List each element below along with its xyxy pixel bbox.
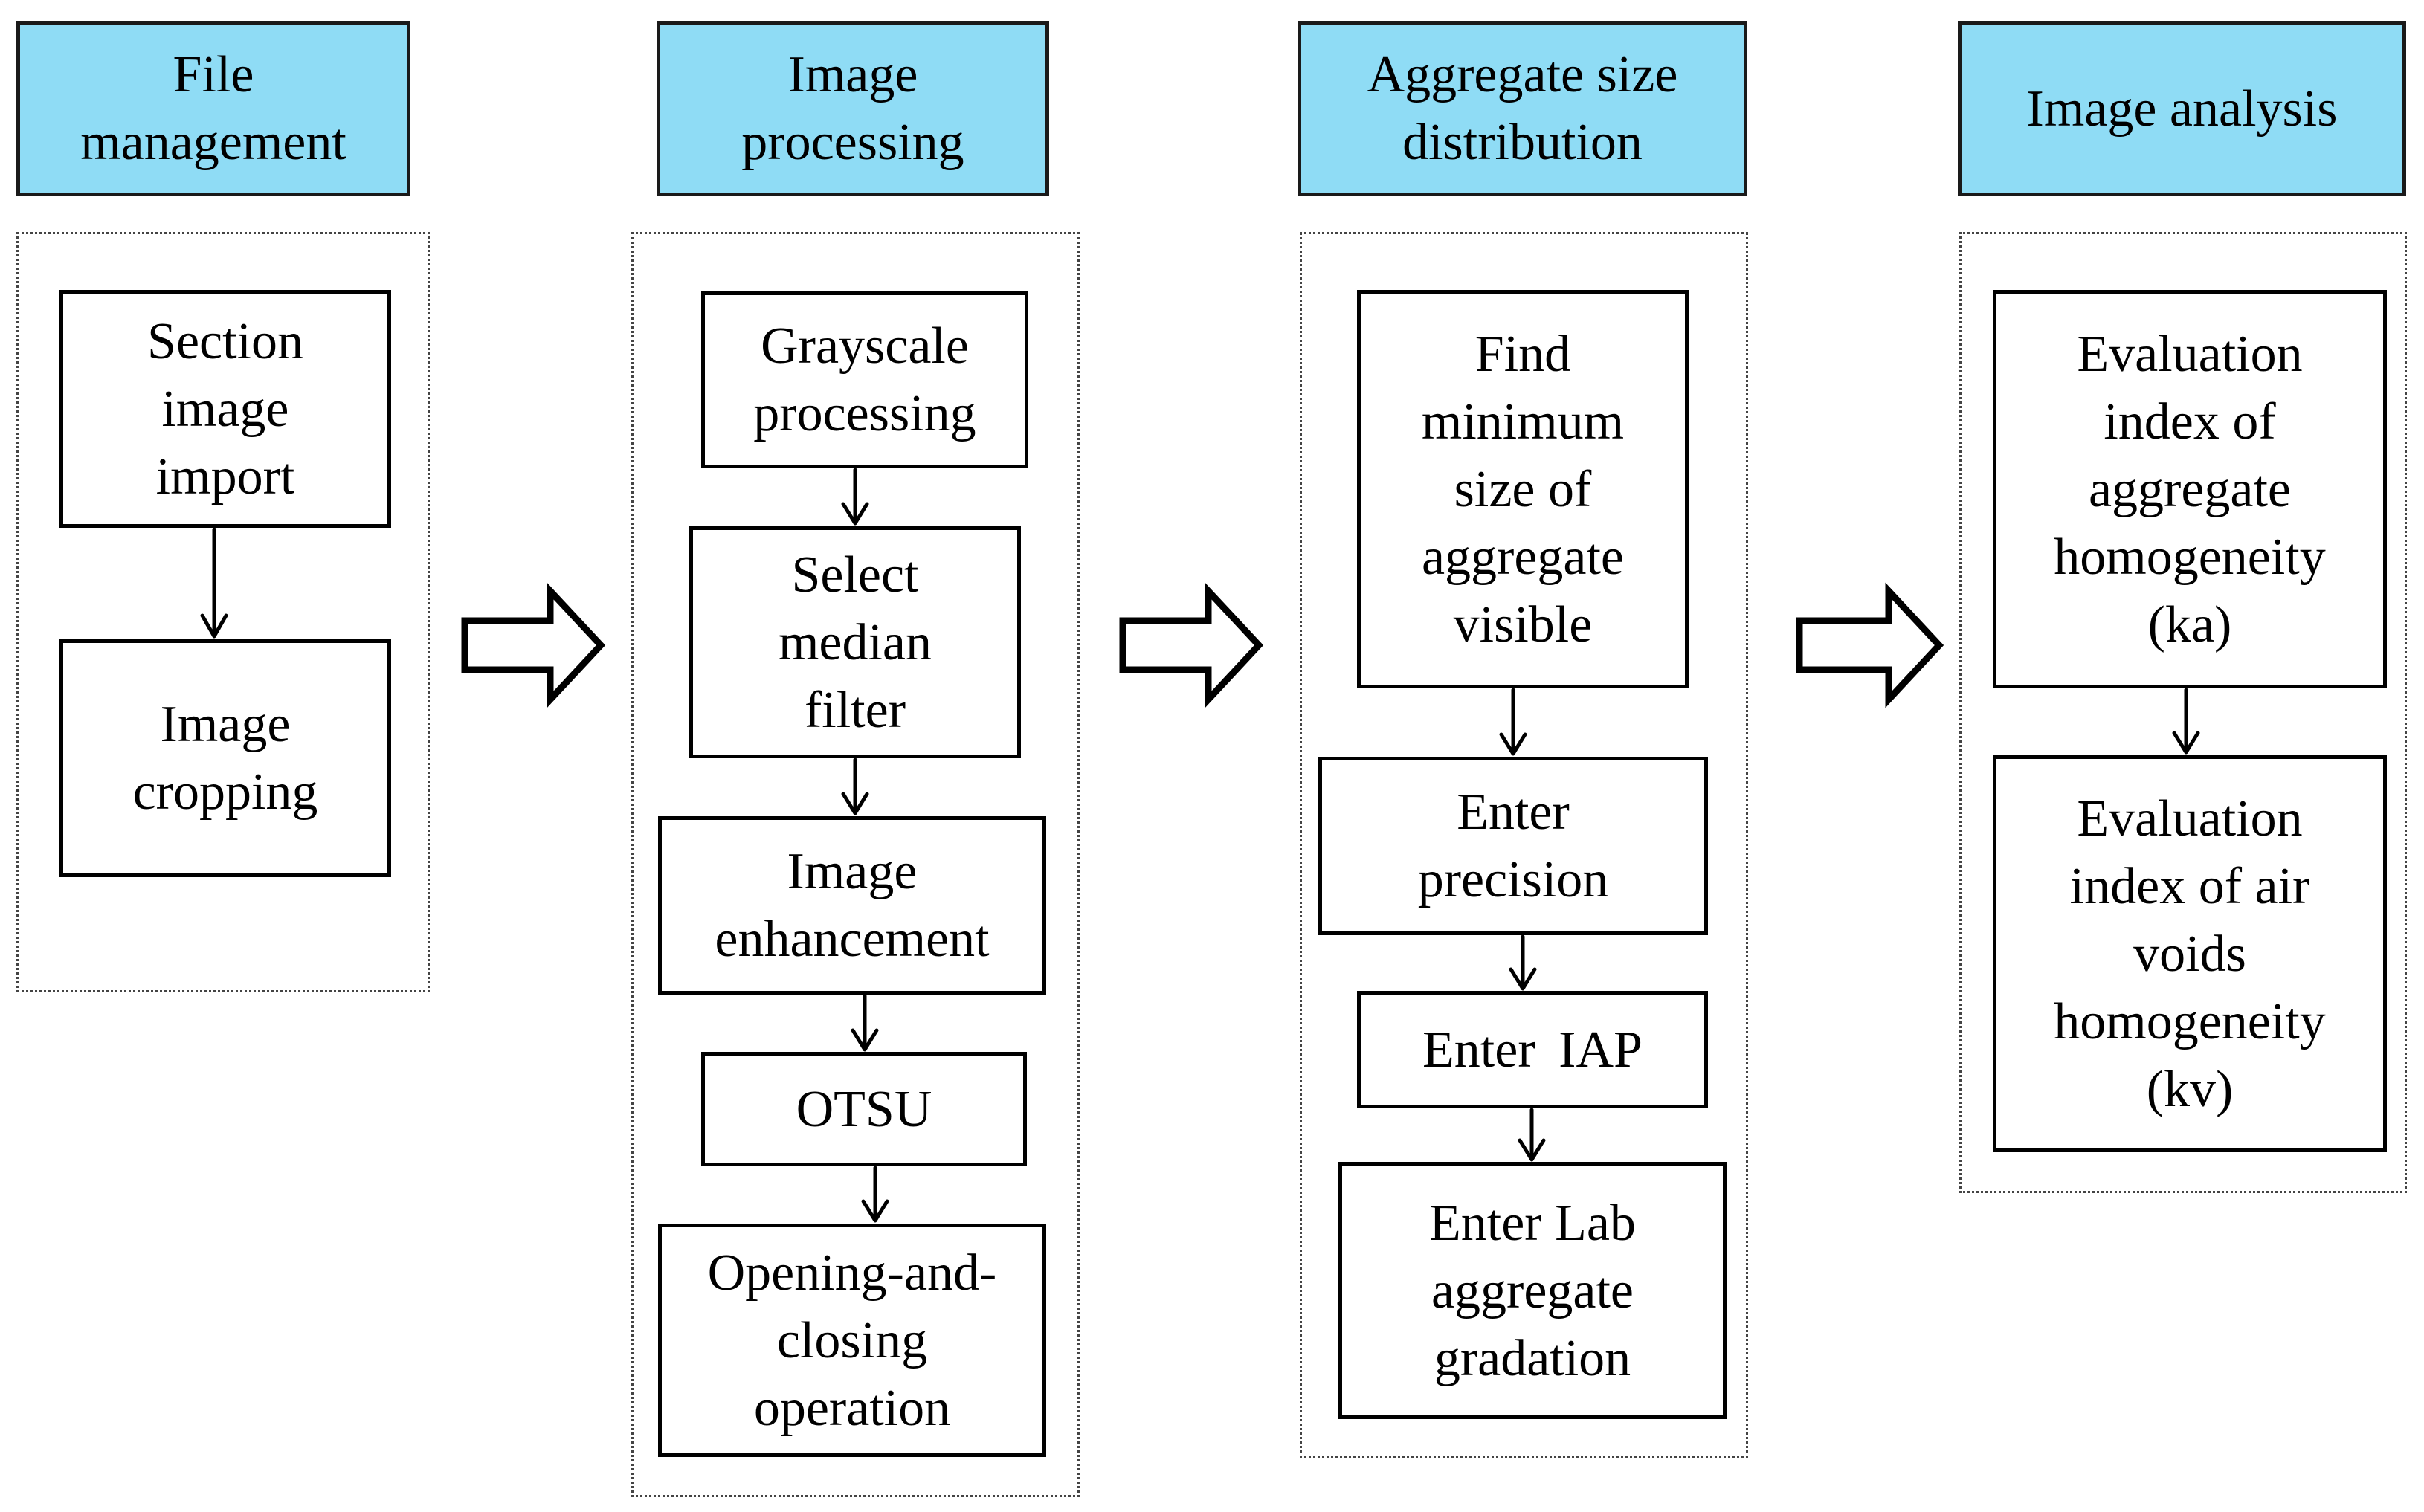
- step-label: Evaluation index of air voids homogeneit…: [2054, 789, 2326, 1118]
- step-label: Select median filter: [778, 546, 932, 739]
- step-label: Enter IAP: [1422, 1021, 1643, 1079]
- arrow-grayscale-to-median: [841, 468, 869, 526]
- step-find-minimum-size: Find minimum size of aggregate visible: [1357, 290, 1689, 688]
- block-arrow-3: [1796, 582, 1944, 708]
- step-otsu: OTSU: [701, 1052, 1027, 1166]
- arrow-find-to-precision: [1499, 688, 1527, 756]
- step-grayscale-processing: Grayscale processing: [701, 291, 1028, 468]
- header-label: Aggregate size distribution: [1367, 46, 1678, 171]
- step-opening-and-closing-operation: Opening-and-closing operation: [658, 1224, 1046, 1457]
- arrow-median-to-enhancement: [841, 757, 869, 815]
- step-label: Opening-and-closing operation: [707, 1244, 997, 1437]
- header-image-analysis: Image analysis: [1958, 21, 2406, 196]
- step-image-cropping: Image cropping: [59, 639, 391, 877]
- step-enter-precision: Enter precision: [1318, 757, 1708, 935]
- block-arrow-1: [461, 582, 606, 708]
- step-label: Section image import: [147, 312, 303, 505]
- step-image-enhancement: Image enhancement: [658, 816, 1046, 995]
- block-arrow-2: [1119, 582, 1264, 708]
- step-label: Evaluation index of aggregate homogeneit…: [2054, 325, 2326, 653]
- arrow-precision-to-iap: [1509, 934, 1537, 991]
- arrow-enhancement-to-otsu: [851, 994, 879, 1052]
- step-air-voids-homogeneity-index: Evaluation index of air voids homogeneit…: [1993, 755, 2387, 1152]
- step-label: Image cropping: [132, 696, 318, 821]
- header-label: Image analysis: [2026, 80, 2338, 138]
- arrow-ka-to-kv: [2172, 688, 2200, 755]
- group-image-analysis: [1959, 232, 2407, 1193]
- step-enter-lab-aggregate-gradation: Enter Lab aggregate gradation: [1338, 1162, 1727, 1419]
- header-label: File management: [80, 46, 346, 171]
- step-aggregate-homogeneity-index: Evaluation index of aggregate homogeneit…: [1993, 290, 2387, 688]
- arrow-import-to-cropping: [200, 527, 228, 639]
- header-aggregate-size-distribution: Aggregate size distribution: [1298, 21, 1747, 196]
- arrow-iap-to-lab: [1518, 1108, 1546, 1162]
- step-label: OTSU: [796, 1080, 932, 1138]
- step-label: Enter Lab aggregate gradation: [1429, 1194, 1636, 1387]
- step-enter-iap: Enter IAP: [1357, 991, 1708, 1108]
- header-image-processing: Image processing: [657, 21, 1049, 196]
- step-label: Image enhancement: [715, 843, 990, 968]
- group-file-management: [16, 232, 430, 992]
- step-label: Enter precision: [1417, 784, 1609, 908]
- group-aggregate-size-distribution: [1300, 232, 1748, 1458]
- header-file-management: File management: [16, 21, 410, 196]
- group-image-processing: [631, 232, 1080, 1497]
- step-label: Grayscale processing: [753, 317, 976, 442]
- header-label: Image processing: [741, 46, 964, 171]
- step-label: Find minimum size of aggregate visible: [1421, 325, 1625, 653]
- step-select-median-filter: Select median filter: [689, 526, 1021, 758]
- arrow-otsu-to-opening: [861, 1166, 889, 1223]
- step-section-image-import: Section image import: [59, 290, 391, 528]
